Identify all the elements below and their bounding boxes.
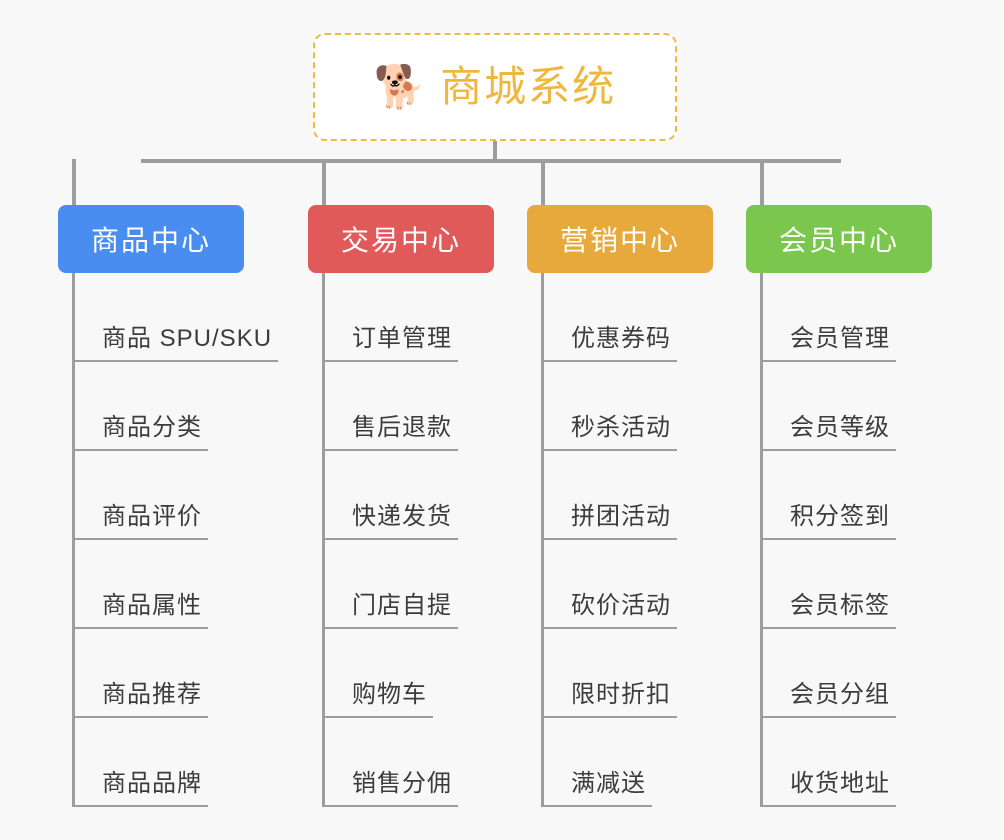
branch-header-label: 会员中心 — [778, 225, 899, 256]
leaf-item-label: 门店自提 — [352, 591, 458, 629]
leaf-item[interactable]: 会员等级 — [746, 362, 932, 451]
leaf-item-label: 售后退款 — [352, 413, 458, 451]
leaf-item[interactable]: 订单管理 — [308, 273, 494, 362]
leaf-item[interactable]: 会员分组 — [746, 629, 932, 718]
leaf-item[interactable]: 商品评价 — [58, 451, 278, 540]
branch-trunk-line — [322, 273, 325, 807]
leaf-item[interactable]: 售后退款 — [308, 362, 494, 451]
leaf-item[interactable]: 购物车 — [308, 629, 494, 718]
branch-bus-line — [141, 159, 841, 163]
leaf-item[interactable]: 快递发货 — [308, 451, 494, 540]
leaf-list: 优惠券码秒杀活动拼团活动砍价活动限时折扣满减送 — [527, 273, 713, 807]
leaf-item[interactable]: 销售分佣 — [308, 718, 494, 807]
leaf-item[interactable]: 积分签到 — [746, 451, 932, 540]
leaf-item-label: 商品 SPU/SKU — [102, 324, 279, 362]
branch-drop-line — [322, 159, 326, 205]
leaf-item-label: 优惠券码 — [571, 324, 677, 362]
shiba-inu-face-icon: 🐕 — [373, 63, 427, 110]
branch-column: 营销中心优惠券码秒杀活动拼团活动砍价活动限时折扣满减送 — [527, 159, 713, 807]
leaf-item[interactable]: 限时折扣 — [527, 629, 713, 718]
leaf-item-label: 商品推荐 — [102, 680, 208, 718]
leaf-item[interactable]: 商品推荐 — [58, 629, 278, 718]
leaf-item-label: 积分签到 — [790, 502, 896, 540]
branch-trunk-line — [541, 273, 544, 807]
leaf-item-label: 满减送 — [571, 769, 652, 807]
leaf-item-label: 快递发货 — [352, 502, 458, 540]
branch-column: 会员中心会员管理会员等级积分签到会员标签会员分组收货地址 — [746, 159, 932, 807]
leaf-item[interactable]: 拼团活动 — [527, 451, 713, 540]
leaf-item[interactable]: 商品属性 — [58, 540, 278, 629]
leaf-item[interactable]: 砍价活动 — [527, 540, 713, 629]
leaf-item[interactable]: 商品分类 — [58, 362, 278, 451]
branch-column: 交易中心订单管理售后退款快递发货门店自提购物车销售分佣 — [308, 159, 494, 807]
root-stem-line — [493, 141, 497, 162]
branch-header-label: 营销中心 — [559, 225, 680, 256]
leaf-item-label: 销售分佣 — [352, 769, 458, 807]
leaf-item-label: 秒杀活动 — [571, 413, 677, 451]
root-title: 商城系统 — [440, 63, 617, 110]
branch-header-label: 交易中心 — [340, 225, 461, 256]
leaf-item-label: 砍价活动 — [571, 591, 677, 629]
leaf-item[interactable]: 商品品牌 — [58, 718, 278, 807]
branch-header-1[interactable]: 商品中心 — [58, 205, 244, 273]
branch-drop-line — [72, 159, 76, 205]
leaf-item-label: 拼团活动 — [571, 502, 677, 540]
leaf-item-label: 商品分类 — [102, 413, 208, 451]
leaf-list: 订单管理售后退款快递发货门店自提购物车销售分佣 — [308, 273, 494, 807]
leaf-item[interactable]: 秒杀活动 — [527, 362, 713, 451]
leaf-item-label: 会员管理 — [790, 324, 896, 362]
leaf-item-label: 购物车 — [352, 680, 433, 718]
leaf-item-label: 限时折扣 — [571, 680, 677, 718]
leaf-item[interactable]: 收货地址 — [746, 718, 932, 807]
leaf-item-label: 商品品牌 — [102, 769, 208, 807]
leaf-item[interactable]: 优惠券码 — [527, 273, 713, 362]
branch-drop-line — [760, 159, 764, 205]
leaf-item-label: 收货地址 — [790, 769, 896, 807]
branch-trunk-line — [760, 273, 763, 807]
leaf-item-label: 订单管理 — [352, 324, 458, 362]
leaf-item-label: 会员标签 — [790, 591, 896, 629]
branch-column: 商品中心商品 SPU/SKU 商品分类商品评价商品属性商品推荐商品品牌 — [58, 159, 279, 807]
branch-header-label: 商品中心 — [90, 225, 211, 256]
root-node[interactable]: 🐕 商城系统 — [313, 33, 677, 141]
leaf-item[interactable]: 会员标签 — [746, 540, 932, 629]
leaf-item-label: 会员分组 — [790, 680, 896, 718]
branch-trunk-line — [72, 273, 75, 807]
leaf-item[interactable]: 会员管理 — [746, 273, 932, 362]
leaf-item[interactable]: 门店自提 — [308, 540, 494, 629]
branch-header-3[interactable]: 营销中心 — [527, 205, 713, 273]
leaf-list: 会员管理会员等级积分签到会员标签会员分组收货地址 — [746, 273, 932, 807]
leaf-list: 商品 SPU/SKU 商品分类商品评价商品属性商品推荐商品品牌 — [58, 273, 279, 807]
leaf-item[interactable]: 满减送 — [527, 718, 713, 807]
branch-header-2[interactable]: 交易中心 — [308, 205, 494, 273]
branch-drop-line — [541, 159, 545, 205]
leaf-item-label: 会员等级 — [790, 413, 896, 451]
branch-header-4[interactable]: 会员中心 — [746, 205, 932, 273]
leaf-item[interactable]: 商品 SPU/SKU — [58, 273, 279, 362]
leaf-item-label: 商品评价 — [102, 502, 208, 540]
leaf-item-label: 商品属性 — [102, 591, 208, 629]
